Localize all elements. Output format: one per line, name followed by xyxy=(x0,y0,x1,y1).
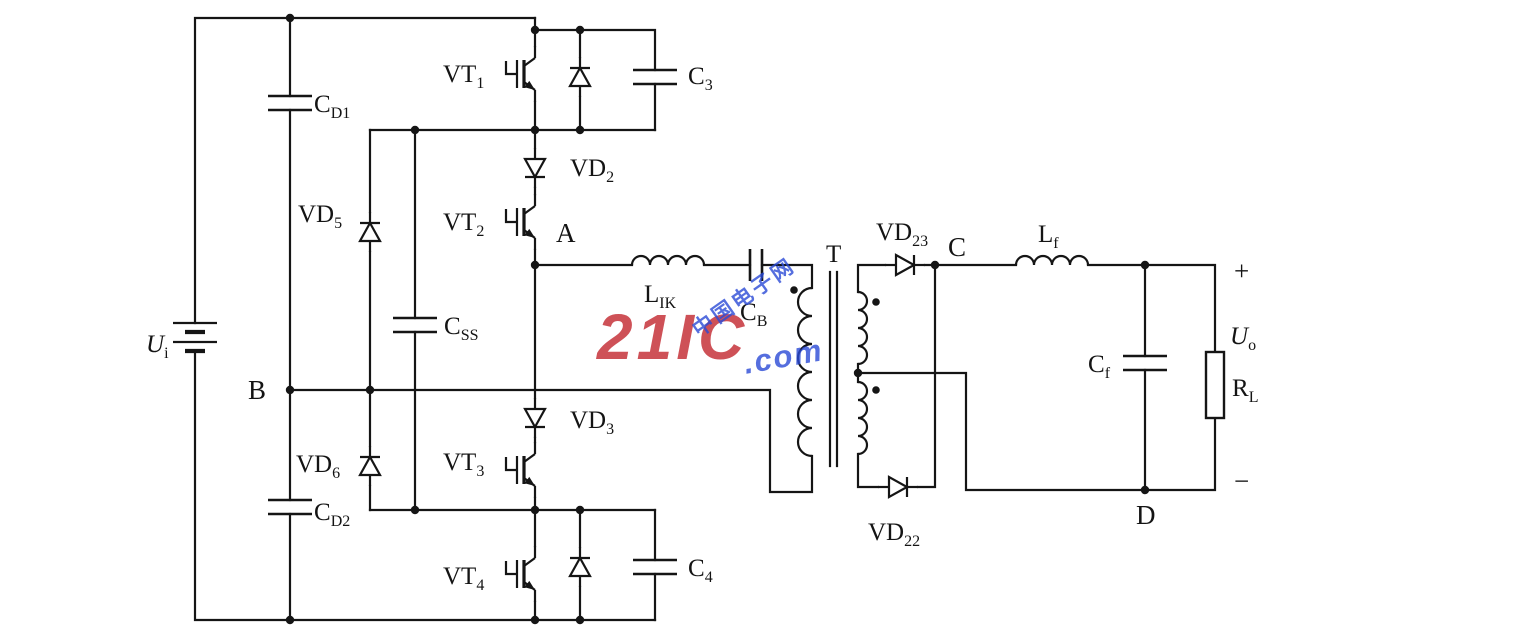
transformer-secondary-bottom-winding xyxy=(856,380,869,456)
label-vd23: VD23 xyxy=(876,219,928,250)
label-t: T xyxy=(826,241,841,268)
capacitor-c3 xyxy=(631,68,679,86)
junction-dots xyxy=(285,13,1150,625)
transformer-core xyxy=(828,270,839,468)
label-ui: Ui xyxy=(146,331,169,362)
label-node-d: D xyxy=(1136,500,1156,530)
label-minus: − xyxy=(1234,466,1249,496)
igbt-vt2 xyxy=(504,192,537,252)
snubber-diode-vt4 xyxy=(568,545,592,589)
capacitor-c4 xyxy=(631,558,679,576)
label-node-b: B xyxy=(248,375,266,405)
inductor-lik xyxy=(630,254,706,267)
diode-vd23 xyxy=(883,253,927,277)
label-vd3: VD3 xyxy=(570,407,614,438)
wiring xyxy=(193,16,1217,622)
wire-center-tap-return xyxy=(856,362,1217,492)
diode-vd2 xyxy=(523,146,547,190)
label-lf: Lf xyxy=(1038,221,1059,252)
transformer-primary-winding xyxy=(796,286,814,458)
label-vt1: VT1 xyxy=(443,61,484,92)
wire-vt4-snubber-branch xyxy=(578,508,657,622)
label-cd2: CD2 xyxy=(314,499,350,530)
wire-secondary-bottom-rectifier xyxy=(856,263,937,489)
igbt-vt4 xyxy=(504,544,537,604)
capacitor-css xyxy=(391,316,439,334)
label-c3: C3 xyxy=(688,63,713,94)
igbt-vt1 xyxy=(504,44,537,104)
wire-rails xyxy=(193,16,657,622)
snubber-diode-vt1 xyxy=(568,55,592,99)
transformer-secondary-top-winding xyxy=(856,290,869,366)
diode-vd3 xyxy=(523,396,547,440)
label-uo: Uo xyxy=(1230,323,1256,354)
label-node-a: A xyxy=(556,218,576,248)
resistor-rl xyxy=(1204,350,1226,420)
diode-vd6 xyxy=(358,444,382,488)
capacitor-cd1 xyxy=(266,94,314,112)
diode-vd5 xyxy=(358,210,382,254)
wire-a-line-to-primary xyxy=(533,263,814,290)
label-vd2: VD2 xyxy=(570,155,614,186)
polarity-dots xyxy=(790,286,880,394)
wire-vt1-snubber-branch xyxy=(533,28,657,132)
battery-ui xyxy=(173,323,217,351)
label-rl: RL xyxy=(1232,375,1258,406)
capacitor-cf xyxy=(1121,354,1169,372)
diode-vd22 xyxy=(876,475,920,499)
label-vd22: VD22 xyxy=(868,519,920,550)
label-cd1: CD1 xyxy=(314,91,350,122)
capacitor-cb xyxy=(748,247,764,283)
label-c4: C4 xyxy=(688,555,713,586)
inductor-lf xyxy=(1014,254,1090,267)
label-plus: + xyxy=(1234,256,1249,286)
label-vt3: VT3 xyxy=(443,449,484,480)
label-lik: LIK xyxy=(644,281,677,312)
label-vt4: VT4 xyxy=(443,563,484,594)
label-vt2: VT2 xyxy=(443,209,484,240)
label-vd6: VD6 xyxy=(296,451,340,482)
label-cf: Cf xyxy=(1088,351,1111,382)
label-node-c: C xyxy=(948,232,966,262)
label-vd5: VD5 xyxy=(298,201,342,232)
wire-secondary-top-to-load xyxy=(856,263,1217,354)
label-cb: CB xyxy=(740,299,767,330)
igbt-vt3 xyxy=(504,440,537,500)
wire-b-line-to-primary xyxy=(288,388,814,494)
label-css: CSS xyxy=(444,313,478,344)
capacitor-cd2 xyxy=(266,498,314,516)
